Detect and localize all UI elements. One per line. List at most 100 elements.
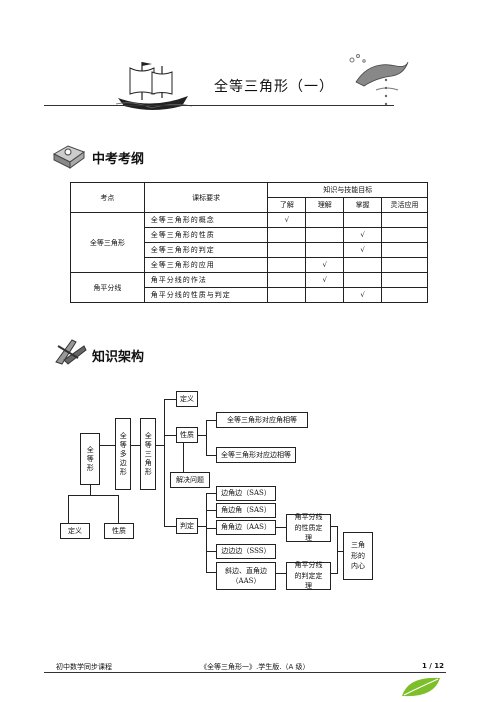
diagram-box-property: 性质 xyxy=(176,427,198,443)
connector-line xyxy=(100,445,115,446)
connector-line xyxy=(164,526,176,527)
leaf-logo-icon xyxy=(402,677,440,697)
level-cell xyxy=(343,212,383,228)
connector-line xyxy=(198,526,206,527)
header-kaodian: 考点 xyxy=(70,182,145,213)
diagram-box-aas: 角角边（AAS） xyxy=(216,520,276,535)
footer-course: 初中数学同步课程 xyxy=(56,663,112,671)
tools-icon xyxy=(55,339,87,365)
connector-line xyxy=(164,435,176,436)
section-title-knowledge: 知识架构 xyxy=(92,350,145,365)
table-row: 全等三角形的应用√ xyxy=(71,257,428,273)
check-mark-cell: √ xyxy=(343,287,383,303)
table-row: 全等三角形全等三角形的概念√ xyxy=(70,212,428,273)
connector-line xyxy=(206,510,216,511)
connector-line xyxy=(68,495,69,523)
header-requirement: 课标要求 xyxy=(143,182,269,213)
table-row: 角平分线角平分线的作法√ xyxy=(70,272,428,303)
requirement-cell: 全等三角形的判定 xyxy=(143,242,269,258)
book-icon xyxy=(52,145,86,169)
level-cell xyxy=(267,257,307,273)
header-level: 了解 xyxy=(267,197,307,213)
diagram-box-asa: 角边角（SAS） xyxy=(216,503,276,518)
check-mark-cell: √ xyxy=(343,242,383,258)
header-level: 掌握 xyxy=(343,197,383,213)
kaodian-cell: 全等三角形 xyxy=(70,212,145,273)
diagram-box-judgement: 判定 xyxy=(176,518,198,534)
connector-line xyxy=(337,551,343,552)
connector-line xyxy=(131,445,140,446)
level-cell xyxy=(305,242,345,258)
check-mark-cell: √ xyxy=(343,227,383,243)
table-row: 全等三角形的判定 √ xyxy=(71,242,428,258)
connector-line xyxy=(156,445,164,446)
sailing-ship-illustration xyxy=(115,62,193,110)
diagram-box-hl: 斜边、直角边 （AAS） xyxy=(216,562,276,590)
connector-line xyxy=(68,495,118,496)
connector-line xyxy=(206,528,216,529)
diagram-box-definition-top: 定义 xyxy=(176,391,198,407)
level-cell xyxy=(343,272,383,288)
diagram-box-corresponding-sides: 全等三角形对应边相等 xyxy=(216,447,296,463)
connector-line xyxy=(206,420,216,421)
level-cell xyxy=(343,257,383,273)
connector-line xyxy=(206,493,207,572)
level-cell xyxy=(381,272,428,288)
table-row: 全等三角形的性质 √ xyxy=(71,227,428,243)
diagram-box-congruent-triangles: 全等三角形 xyxy=(140,418,156,490)
dolphin-illustration xyxy=(349,54,409,91)
connector-line xyxy=(331,573,337,574)
dotted-rule-icon xyxy=(384,78,388,106)
connector-line xyxy=(206,551,216,552)
requirement-cell: 全等三角形的应用 xyxy=(143,257,269,273)
footer-divider xyxy=(44,672,446,673)
connector-line xyxy=(206,572,216,573)
hl-line2: （AAS） xyxy=(231,577,261,585)
connector-line xyxy=(337,526,338,574)
level-cell xyxy=(381,212,428,228)
level-cell xyxy=(305,227,345,243)
section-title-exam: 中考考纲 xyxy=(92,152,145,167)
level-cell xyxy=(305,212,345,228)
diagram-box-corresponding-angles: 全等三角形对应角相等 xyxy=(216,412,308,428)
diagram-box-property-left: 性质 xyxy=(104,523,134,539)
connector-line xyxy=(206,493,216,494)
connector-line xyxy=(276,573,286,574)
level-cell xyxy=(267,272,307,288)
syllabus-table: 考点 课标要求 知识与技能目标 了解 理解 掌握 灵活应用 全等三角形全等三角形… xyxy=(70,182,428,303)
connector-line xyxy=(206,455,216,456)
header-divider xyxy=(44,105,394,106)
header-level: 灵活应用 xyxy=(381,197,428,213)
diagram-box-bisector-judgement: 角平分线的判定定理 xyxy=(286,561,331,590)
diagram-box-congruent-shapes: 全等形 xyxy=(80,433,100,485)
connector-line xyxy=(164,399,176,400)
check-mark-cell: √ xyxy=(267,212,307,228)
connector-line xyxy=(118,495,119,523)
footer-doc-title: 《全等三角形一》.学生版.（A 级） xyxy=(200,663,310,671)
level-cell xyxy=(381,242,428,258)
connector-line xyxy=(198,435,206,436)
diagram-box-congruent-polygons: 全等多边形 xyxy=(115,418,131,490)
level-cell xyxy=(267,227,307,243)
page-title: 全等三角形（一） xyxy=(214,79,334,95)
kaodian-cell: 角平分线 xyxy=(70,272,145,303)
requirement-cell: 全等三角形的性质 xyxy=(143,227,269,243)
diagram-box-sss: 边边边（SSS） xyxy=(216,544,276,559)
level-cell xyxy=(267,242,307,258)
connector-line xyxy=(183,443,184,477)
diagram-box-sas: 边角边（SAS） xyxy=(216,486,276,501)
requirement-cell: 全等三角形的概念 xyxy=(143,212,269,228)
level-cell xyxy=(381,257,428,273)
level-cell xyxy=(381,227,428,243)
requirement-cell: 角平分线的性质与判定 xyxy=(143,287,269,303)
header-level: 理解 xyxy=(305,197,345,213)
hl-line1: 斜边、直角边 xyxy=(225,566,267,575)
connector-line xyxy=(164,399,165,526)
diagram-box-incenter: 三角形的内心 xyxy=(343,532,373,580)
table-row: 角平分线的性质与判定 √ xyxy=(71,287,428,303)
header-goal: 知识与技能目标 xyxy=(267,182,428,198)
connector-line xyxy=(206,420,207,455)
level-cell xyxy=(305,287,345,303)
diagram-box-definition: 定义 xyxy=(60,523,90,539)
level-cell xyxy=(267,287,307,303)
